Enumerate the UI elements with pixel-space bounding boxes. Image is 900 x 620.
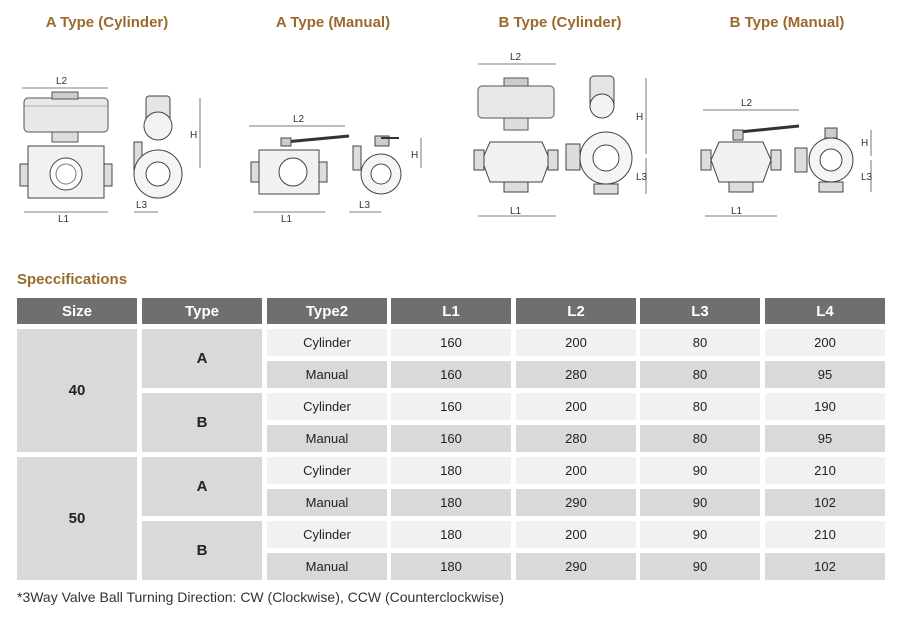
- table-cell-l1: 180: [391, 553, 511, 580]
- drawing-b-manual: L2 L1 H L3: [695, 50, 885, 225]
- table-cell-l1: 180: [391, 521, 511, 548]
- table-cell-l2: 280: [516, 361, 636, 388]
- drawing-a-manual: L2 L1 H L3: [245, 50, 425, 225]
- table-cell-type2: Manual: [267, 489, 387, 516]
- table-cell-l4: 102: [765, 553, 885, 580]
- table-cell-type2: Manual: [267, 425, 387, 452]
- table-cell-l4: 210: [765, 457, 885, 484]
- dim-h-label: H: [861, 138, 868, 149]
- table-cell-l3: 90: [640, 457, 760, 484]
- table-cell-type2: Cylinder: [267, 521, 387, 548]
- table-cell-l1: 180: [391, 489, 511, 516]
- drawing-b-cylinder: L2 L1 H L3: [470, 50, 660, 225]
- dim-l2-label: L2: [56, 76, 68, 87]
- column-header: L2: [516, 298, 636, 324]
- dim-l3-label: L3: [636, 172, 648, 183]
- table-cell-l3: 90: [640, 553, 760, 580]
- table-cell-type2: Manual: [267, 361, 387, 388]
- table-cell-l3: 80: [640, 329, 760, 356]
- table-cell-l4: 95: [765, 425, 885, 452]
- table-cell-l2: 290: [516, 489, 636, 516]
- table-cell-l1: 160: [391, 329, 511, 356]
- diagram-title-b-manual: B Type (Manual): [729, 14, 845, 31]
- column-header: L1: [391, 298, 511, 324]
- table-cell-l2: 280: [516, 425, 636, 452]
- section-title: Speccifications: [17, 271, 128, 288]
- column-header: Type: [142, 298, 262, 324]
- table-cell-l2: 200: [516, 393, 636, 420]
- diagram-title-b-cylinder: B Type (Cylinder): [498, 14, 622, 31]
- table-cell-l2: 200: [516, 521, 636, 548]
- table-cell-l4: 200: [765, 329, 885, 356]
- table-cell-l4: 95: [765, 361, 885, 388]
- turning-direction-note: *3Way Valve Ball Turning Direction: CW (…: [17, 589, 505, 605]
- size-cell: 40: [17, 329, 137, 452]
- dim-l3-label: L3: [136, 200, 148, 211]
- drawing-a-cylinder: L2 L1 H L3: [18, 50, 223, 225]
- type-cell: A: [142, 457, 262, 516]
- type-cell: B: [142, 521, 262, 580]
- table-cell-l4: 210: [765, 521, 885, 548]
- table-cell-l2: 200: [516, 457, 636, 484]
- dim-l1-label: L1: [731, 206, 743, 217]
- dim-l1-label: L1: [510, 206, 522, 217]
- dim-h-label: H: [190, 130, 197, 141]
- table-cell-l3: 90: [640, 521, 760, 548]
- column-header: L3: [640, 298, 760, 324]
- dim-l2-label: L2: [741, 98, 753, 109]
- table-cell-type2: Cylinder: [267, 329, 387, 356]
- dim-l1-label: L1: [281, 214, 293, 225]
- table-cell-type2: Manual: [267, 553, 387, 580]
- column-header: Type2: [267, 298, 387, 324]
- dim-l3-label: L3: [861, 172, 873, 183]
- column-header: L4: [765, 298, 885, 324]
- size-cell: 50: [17, 457, 137, 580]
- dim-h-label: H: [411, 150, 418, 161]
- diagram-title-a-manual: A Type (Manual): [275, 14, 391, 31]
- dim-h-label: H: [636, 112, 643, 123]
- table-cell-l1: 160: [391, 361, 511, 388]
- type-cell: A: [142, 329, 262, 388]
- type-cell: B: [142, 393, 262, 452]
- table-cell-l3: 90: [640, 489, 760, 516]
- table-cell-l3: 80: [640, 393, 760, 420]
- table-cell-l4: 190: [765, 393, 885, 420]
- table-cell-type2: Cylinder: [267, 393, 387, 420]
- dim-l2-label: L2: [293, 114, 305, 125]
- table-cell-type2: Cylinder: [267, 457, 387, 484]
- dim-l3-label: L3: [359, 200, 371, 211]
- table-cell-l1: 160: [391, 425, 511, 452]
- diagram-title-a-cylinder: A Type (Cylinder): [45, 14, 169, 31]
- table-cell-l1: 160: [391, 393, 511, 420]
- table-cell-l3: 80: [640, 361, 760, 388]
- table-cell-l4: 102: [765, 489, 885, 516]
- table-cell-l1: 180: [391, 457, 511, 484]
- table-cell-l3: 80: [640, 425, 760, 452]
- table-cell-l2: 200: [516, 329, 636, 356]
- dim-l2-label: L2: [510, 52, 522, 63]
- column-header: Size: [17, 298, 137, 324]
- table-cell-l2: 290: [516, 553, 636, 580]
- dim-l1-label: L1: [58, 214, 70, 225]
